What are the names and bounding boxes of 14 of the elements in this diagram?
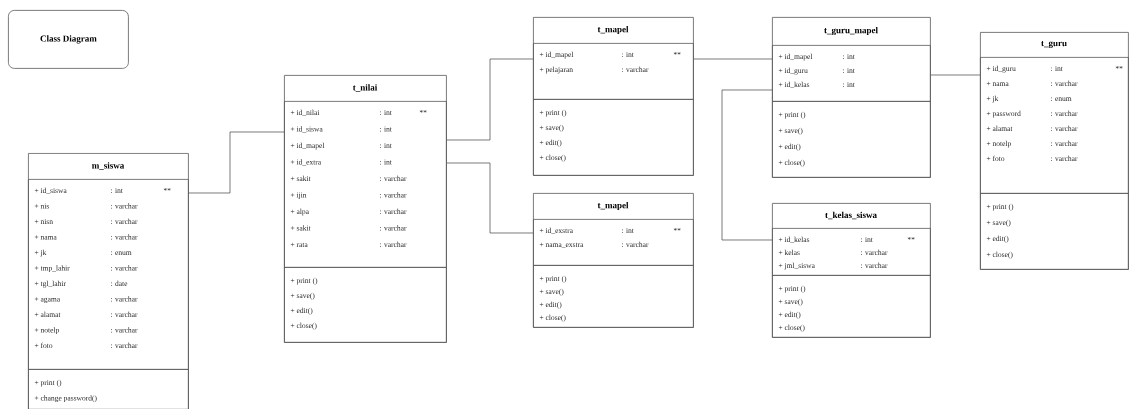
class-title: t_kelas_siswa (825, 211, 877, 220)
class-title: t_mapel (597, 25, 629, 35)
class-title: t_guru (1041, 40, 1067, 49)
connector-line (446, 162, 534, 234)
class-title: t_guru_mapel (824, 26, 878, 36)
connector-line (930, 74, 981, 76)
title-box: Class Diagram (8, 10, 129, 69)
connector-line (693, 58, 773, 60)
connector-line (721, 89, 773, 241)
class-title: t_mapel (597, 201, 629, 211)
class-title: m_siswa (92, 162, 125, 170)
connector-line (188, 131, 285, 194)
connector-line (446, 58, 534, 141)
class-title: t_nilai (352, 84, 378, 92)
